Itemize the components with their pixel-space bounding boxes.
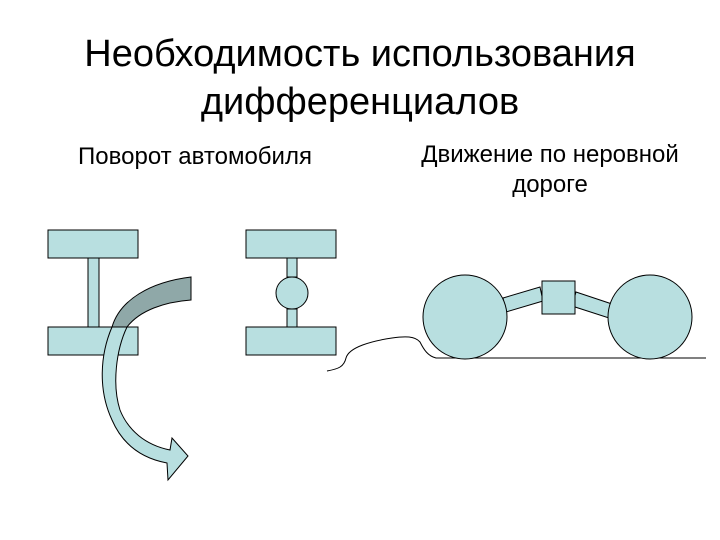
uneven-road-line	[326, 336, 706, 372]
rough-road-scene	[326, 274, 706, 372]
left-half-shaft	[502, 286, 544, 313]
axle-lower-wheel	[47, 326, 139, 356]
turn-arrow-upper-band	[111, 276, 192, 328]
turn-arrow-lower-band	[101, 326, 189, 482]
rough-road-caption-line-2: дороге	[512, 171, 588, 198]
slide-title: Необходимость использования дифференциал…	[0, 30, 720, 126]
diff-axle-lower-shaft	[286, 308, 298, 328]
differential-gear	[275, 276, 309, 310]
right-half-shaft	[571, 291, 613, 319]
differential-box	[541, 280, 576, 315]
left-wheel	[422, 274, 508, 360]
diff-axle-upper-wheel	[245, 229, 337, 259]
right-wheel	[607, 274, 693, 360]
diff-axle-lower-wheel	[245, 326, 337, 356]
axle-shaft	[87, 257, 100, 328]
rough-road-caption-line-1: Движение по неровной	[421, 141, 679, 168]
diff-axle-upper-shaft	[286, 257, 298, 278]
axle-without-differential	[47, 229, 139, 356]
rough-road-caption: Движение по неровной дороге	[390, 140, 710, 200]
slide-title-line-2: дифференциалов	[200, 81, 520, 123]
turn-caption: Поворот автомобиля	[78, 143, 312, 170]
axle-upper-wheel	[47, 229, 139, 259]
slide-title-line-1: Необходимость использования	[84, 33, 636, 75]
axle-with-differential	[245, 229, 337, 356]
turn-arrow	[101, 276, 192, 482]
